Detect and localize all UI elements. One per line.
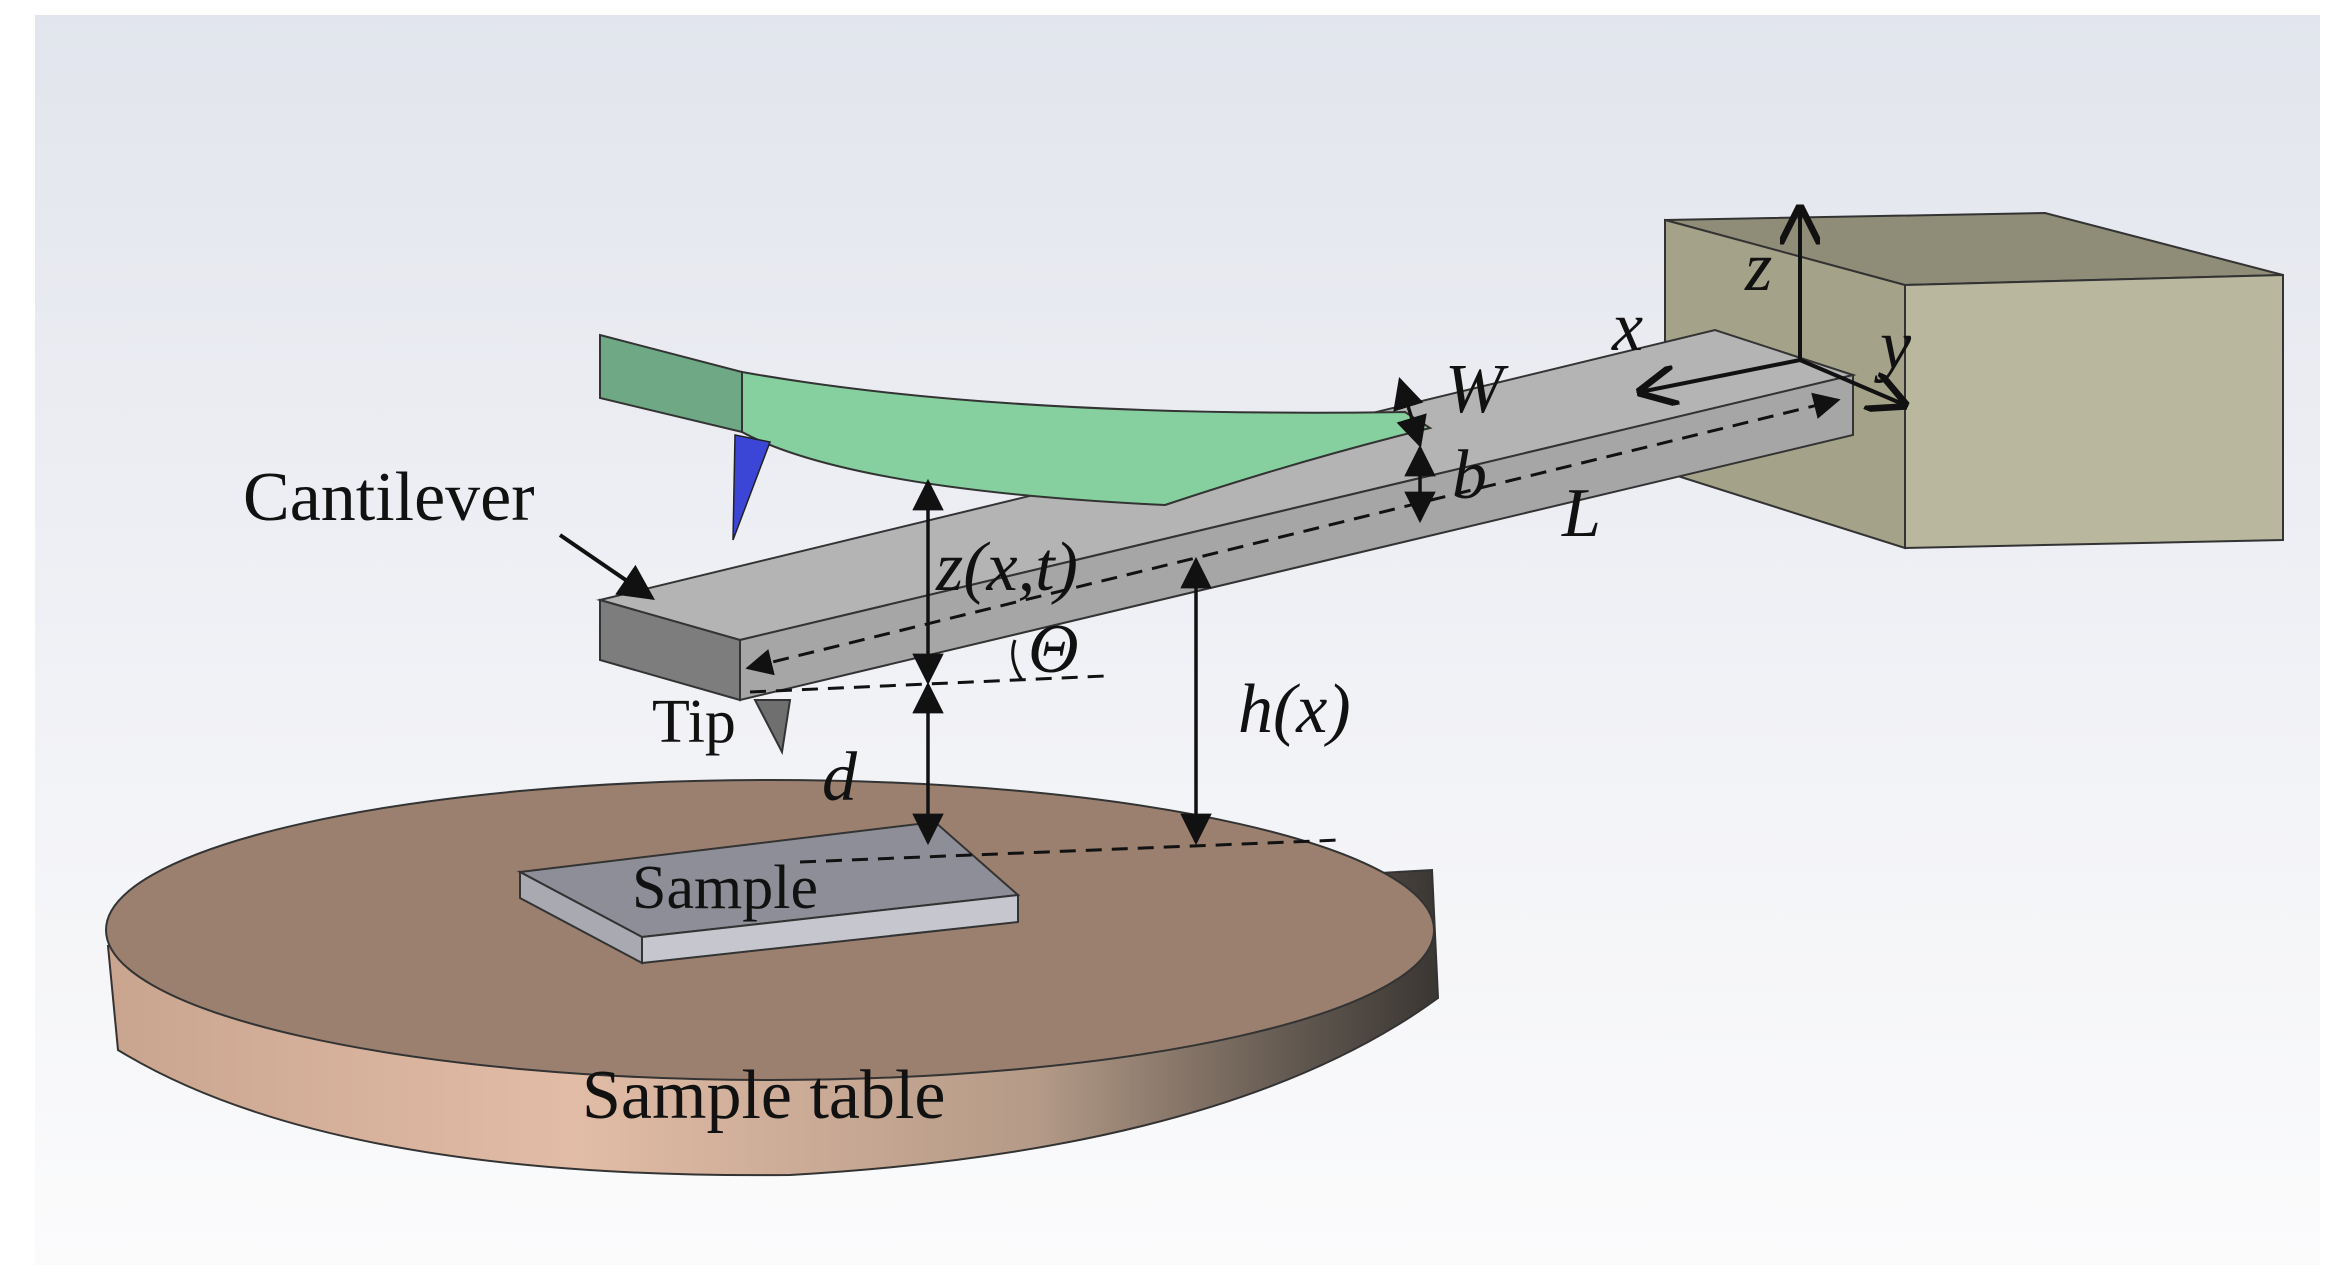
base-block-front xyxy=(1904,273,2284,550)
thickness-label: b xyxy=(1452,437,1487,514)
tip-shape xyxy=(753,699,792,756)
length-label: L xyxy=(1561,475,1601,552)
angle-arc xyxy=(1011,639,1024,681)
cantilever-label: Cantilever xyxy=(243,459,535,536)
axis-z-label: z xyxy=(1744,229,1772,306)
tip-label: Tip xyxy=(652,688,736,756)
cantilever-pointer-arrow xyxy=(558,533,655,601)
axis-y-label: y xyxy=(1874,307,1912,384)
height-label: h(x) xyxy=(1238,671,1351,748)
sample xyxy=(516,820,1021,965)
sample-side-face xyxy=(641,893,1019,965)
deflection-label: z(x,t) xyxy=(935,529,1078,606)
angle-reference-line xyxy=(749,674,1106,694)
width-arrow xyxy=(1393,376,1427,449)
width-label: W xyxy=(1445,351,1509,428)
gap-label: d xyxy=(822,739,858,816)
angle-label: Θ xyxy=(1028,611,1079,688)
sample-baseline xyxy=(799,838,1341,864)
coordinate-axes xyxy=(1640,208,1905,405)
sample-label: Sample xyxy=(632,854,818,922)
axis-x-line xyxy=(1640,358,1801,392)
axis-x-label: x xyxy=(1611,289,1643,366)
sample-table-label: Sample table xyxy=(582,1057,946,1134)
axis-y-line xyxy=(1799,358,1905,405)
